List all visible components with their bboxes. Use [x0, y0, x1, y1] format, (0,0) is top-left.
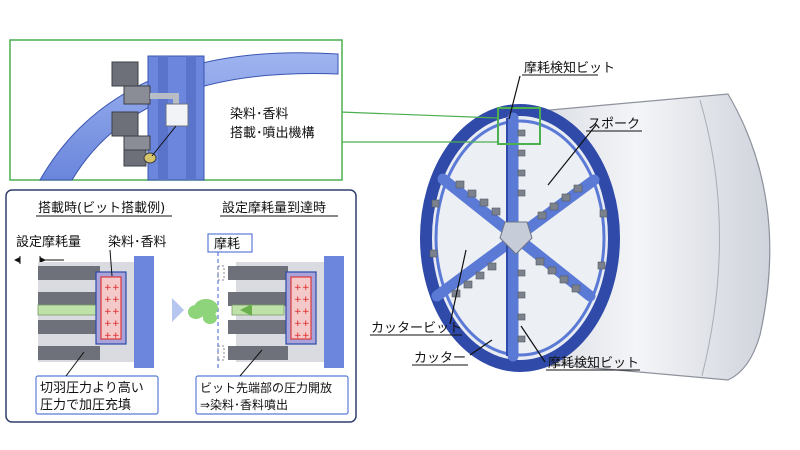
svg-text:+: + — [112, 307, 120, 317]
right-note-line1: ビット先端部の圧力開放 — [200, 380, 332, 395]
center-hub — [499, 221, 533, 255]
svg-text:+: + — [302, 331, 310, 341]
label-spoke: スポーク — [588, 117, 640, 132]
left-note-line1: 切羽圧力より高い — [40, 380, 144, 396]
svg-text:+: + — [302, 295, 310, 305]
svg-text:+: + — [294, 307, 302, 317]
svg-text:+: + — [104, 295, 112, 305]
svg-text:+: + — [302, 307, 310, 317]
svg-text:+: + — [104, 319, 112, 329]
svg-text:+: + — [302, 319, 310, 329]
pressure-marks-right: ++ ++ ++ ++ ++ — [294, 283, 310, 341]
right-note-box — [195, 375, 349, 415]
left-note-line2: 圧力で加圧充填 — [40, 397, 131, 413]
wear-label: 摩耗 — [214, 236, 240, 252]
pressure-marks-left: ++ ++ ++ ++ ++ — [104, 283, 120, 341]
svg-text:+: + — [294, 283, 302, 293]
svg-text:+: + — [112, 283, 120, 293]
svg-text:+: + — [294, 295, 302, 305]
svg-text:+: + — [104, 331, 112, 341]
svg-text:+: + — [112, 319, 120, 329]
left-title: 搭載時(ビット搭載例) — [38, 200, 165, 216]
leader-lines — [449, 75, 597, 363]
svg-text:+: + — [294, 331, 302, 341]
tbm-machine — [420, 93, 771, 381]
svg-text:+: + — [112, 295, 120, 305]
svg-text:+: + — [294, 319, 302, 329]
label-cutter-bit: カッタービット — [371, 321, 462, 336]
bit-worn-illustration: 摩耗 ++ ++ ++ ++ ++ — [188, 233, 344, 368]
zoom-connectors — [339, 111, 499, 143]
svg-text:+: + — [104, 283, 112, 293]
label-cutter: カッター — [414, 351, 466, 366]
svg-text:+: + — [112, 331, 120, 341]
process-panel: 搭載時(ビット搭載例) 設定摩耗量到達時 設定摩耗量 ++ ++ ++ ++ — [5, 189, 357, 423]
label-wear-detection-bit-top: 摩耗検知ビット — [524, 60, 615, 76]
svg-text:+: + — [302, 283, 310, 293]
process-arrow — [172, 298, 184, 322]
label-wear-detection-bit-bottom: 摩耗検知ビット — [548, 355, 639, 371]
zoom-label-line1: 染料･香料 — [230, 107, 289, 122]
zoom-label-line2: 搭載･噴出機構 — [230, 125, 315, 141]
set-wear-label: 設定摩耗量 — [16, 234, 81, 250]
bit-loaded-illustration: 設定摩耗量 ++ ++ ++ ++ ++ 染料･香料 — [14, 234, 167, 368]
right-note-line2: ⇒染料･香料噴出 — [200, 397, 288, 412]
dye-label: 染料･香料 — [108, 235, 167, 250]
zoom-panel: 染料･香料 搭載･噴出機構 — [9, 39, 343, 181]
wear-bit-highlight — [497, 107, 541, 145]
left-note-box — [35, 375, 159, 415]
right-title: 設定摩耗量到達時 — [222, 200, 326, 216]
svg-text:+: + — [104, 307, 112, 317]
